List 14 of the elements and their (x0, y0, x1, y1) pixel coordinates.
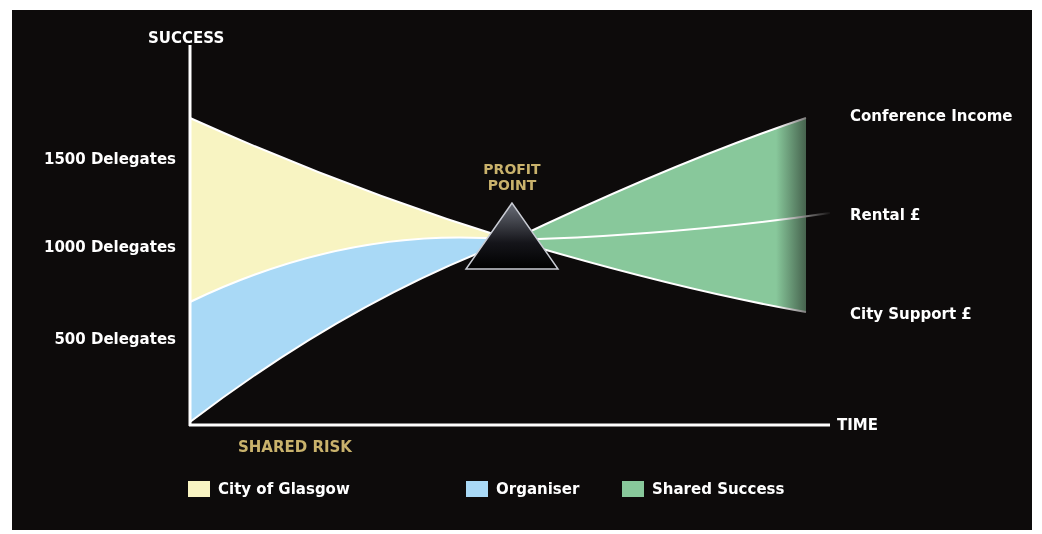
line-label: Rental £ (850, 206, 921, 224)
axis-label: 1500 Delegates (43, 150, 176, 168)
line-label: Conference Income (850, 107, 1013, 125)
line-label: City Support £ (850, 305, 972, 323)
axis-title: TIME (837, 416, 878, 434)
annotation-text: SHARED RISK (238, 438, 352, 456)
legend-label: Organiser (496, 480, 580, 498)
profit-triangle (464, 201, 560, 270)
node-heading: PROFIT POINT (472, 161, 552, 193)
axis-label: 1000 Delegates (43, 238, 176, 256)
legend-label: Shared Success (652, 480, 785, 498)
axis-title: SUCCESS (148, 29, 225, 47)
legend-label: City of Glasgow (218, 480, 350, 498)
axis-label: 500 Delegates (54, 330, 176, 348)
